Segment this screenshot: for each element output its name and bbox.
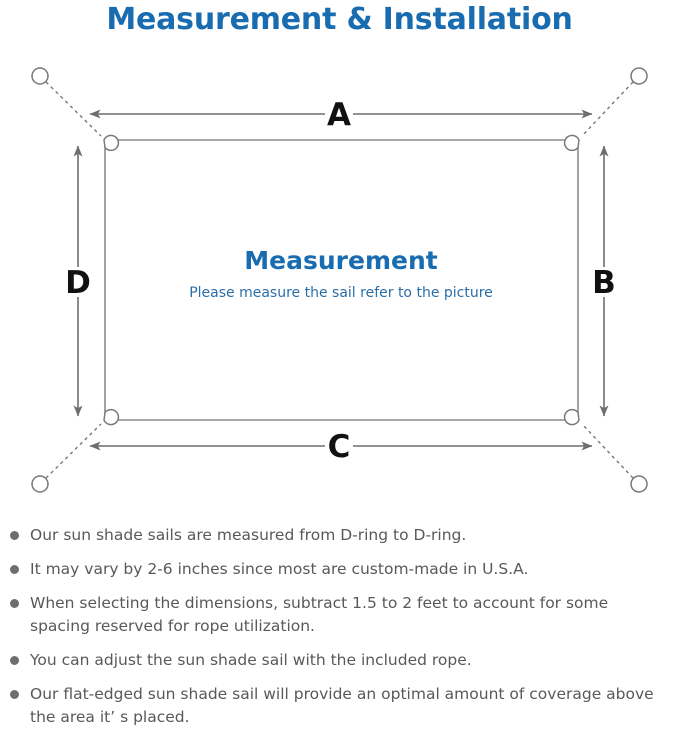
- bullet-icon: [10, 531, 19, 540]
- list-item: It may vary by 2-6 inches since most are…: [0, 558, 679, 581]
- bullet-icon: [10, 656, 19, 665]
- bullet-icon: [10, 565, 19, 574]
- anchor-rings: [31, 67, 648, 493]
- anchor-ring-top-left-icon: [31, 67, 49, 85]
- d-rings: [103, 134, 580, 426]
- note-text: Our flat-edged sun shade sail will provi…: [30, 685, 654, 726]
- note-text: You can adjust the sun shade sail with t…: [30, 651, 472, 669]
- d-ring-bottom-left-icon: [103, 408, 120, 426]
- bullet-icon: [10, 690, 19, 699]
- d-ring-top-left-icon: [103, 134, 120, 152]
- rope-top-right: [581, 81, 634, 137]
- anchor-ring-top-right-icon: [630, 67, 648, 85]
- note-text: Our sun shade sails are measured from D-…: [30, 526, 467, 544]
- list-item: When selecting the dimensions, subtract …: [0, 592, 679, 638]
- sail-body: [104, 139, 579, 421]
- dimension-b: B: [592, 145, 616, 417]
- rope-top-left: [45, 81, 102, 137]
- rope-bottom-left: [45, 423, 102, 479]
- list-item: Our sun shade sails are measured from D-…: [0, 524, 679, 547]
- dimension-b-label: B: [592, 265, 616, 301]
- dimension-a-label: A: [327, 97, 351, 133]
- dimension-d: D: [65, 145, 91, 417]
- rope-bottom-right: [581, 423, 634, 479]
- list-item: You can adjust the sun shade sail with t…: [0, 649, 679, 672]
- dimension-c: C: [89, 429, 593, 465]
- page-title: Measurement & Installation: [106, 2, 573, 37]
- d-ring-bottom-right-icon: [563, 408, 580, 426]
- notes-list: Our sun shade sails are measured from D-…: [0, 524, 679, 740]
- diagram-center-subtext: Please measure the sail refer to the pic…: [189, 285, 493, 301]
- note-text: It may vary by 2-6 inches since most are…: [30, 560, 529, 578]
- note-text: When selecting the dimensions, subtract …: [30, 594, 609, 635]
- dimension-d-label: D: [65, 265, 91, 301]
- measurement-diagram: A C D B Measurement Please measure the s…: [0, 52, 679, 522]
- dimension-c-label: C: [328, 429, 351, 465]
- anchor-ring-bottom-left-icon: [31, 475, 49, 493]
- bullet-icon: [10, 599, 19, 608]
- d-ring-top-right-icon: [563, 134, 580, 152]
- anchor-ring-bottom-right-icon: [630, 475, 648, 493]
- list-item: Our flat-edged sun shade sail will provi…: [0, 683, 679, 729]
- rope-lines: [45, 81, 634, 479]
- dimension-a: A: [89, 97, 593, 133]
- diagram-center-heading: Measurement: [244, 246, 437, 275]
